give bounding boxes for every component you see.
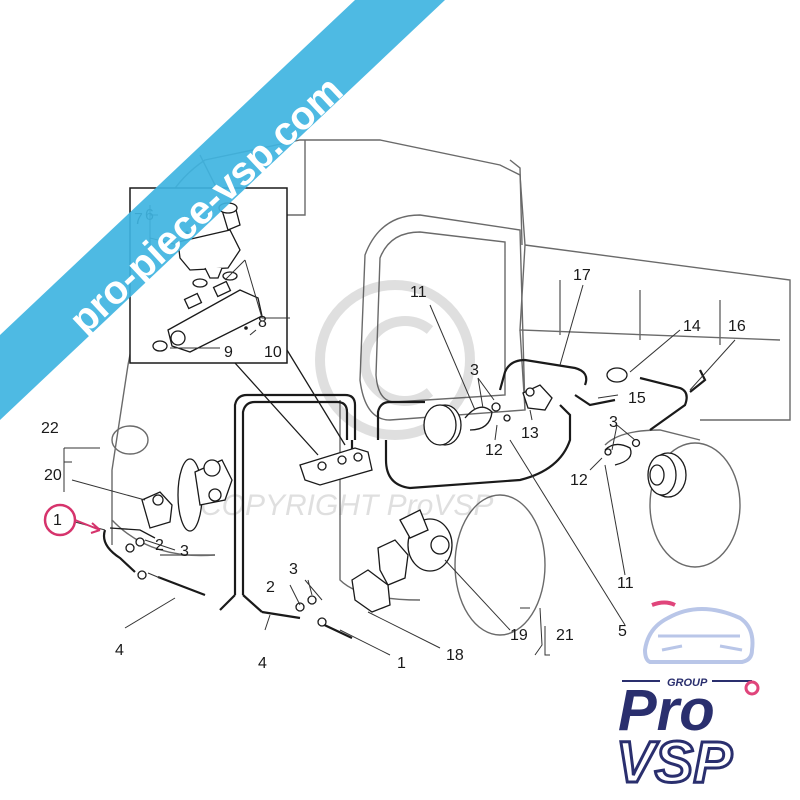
callout-2-left: 2: [155, 537, 164, 554]
highlight-arrow: [74, 519, 101, 531]
callout-14: 14: [683, 318, 701, 335]
components: [102, 367, 707, 639]
copyright-watermark: COPYRIGHT ProVSP: [200, 280, 493, 522]
provsp-logo: GROUP Pro VSP: [615, 600, 760, 797]
logo-car-icon: [642, 607, 755, 664]
callout-3-top: 3: [470, 362, 479, 379]
callout-3-mid: 3: [289, 561, 298, 578]
callout-3-left: 3: [180, 543, 189, 560]
callout-20: 20: [44, 467, 62, 484]
callout-15: 15: [628, 390, 646, 407]
master-cylinder-mounted: [299, 447, 373, 486]
leader-lines: [63, 284, 736, 656]
callout-labels: 6 7 8 9 10 11 3 12 13 17 14 16 15 3 12 1…: [41, 207, 746, 672]
callout-12-left: 12: [485, 442, 503, 459]
callout-11-top: 11: [410, 284, 427, 301]
highlight-arrowhead: [90, 522, 101, 534]
bracket-21: [544, 626, 550, 656]
watermark-text: COPYRIGHT ProVSP: [200, 489, 493, 522]
callout-13: 13: [521, 425, 539, 442]
callout-4-mid: 4: [258, 655, 267, 672]
callout-4-left: 4: [115, 642, 124, 659]
callout-8: 8: [258, 314, 267, 331]
callout-16: 16: [728, 318, 746, 335]
callout-22: 22: [41, 420, 59, 437]
banner-strip: [0, 0, 445, 420]
callout-21: 21: [556, 627, 574, 644]
logo-gear-icon: [744, 680, 760, 696]
callout-17: 17: [573, 267, 591, 284]
logo-pro-text: Pro: [618, 678, 715, 743]
callout-12-right: 12: [570, 472, 588, 489]
callout-2-mid: 2: [266, 579, 275, 596]
callout-1-highlighted: 1: [53, 512, 62, 529]
callout-1-bottom: 1: [397, 655, 406, 672]
callout-5: 5: [618, 623, 627, 640]
logo-vsp-text: VSP: [616, 730, 732, 795]
callout-10: 10: [264, 344, 282, 361]
callout-18: 18: [446, 647, 464, 664]
brake-pipes: [157, 358, 688, 620]
callout-11-right: 11: [617, 575, 634, 592]
logo-group-text: GROUP: [667, 677, 708, 689]
callout-9: 9: [224, 344, 233, 361]
callout-3-right: 3: [609, 414, 618, 431]
callout-19: 19: [510, 627, 528, 644]
